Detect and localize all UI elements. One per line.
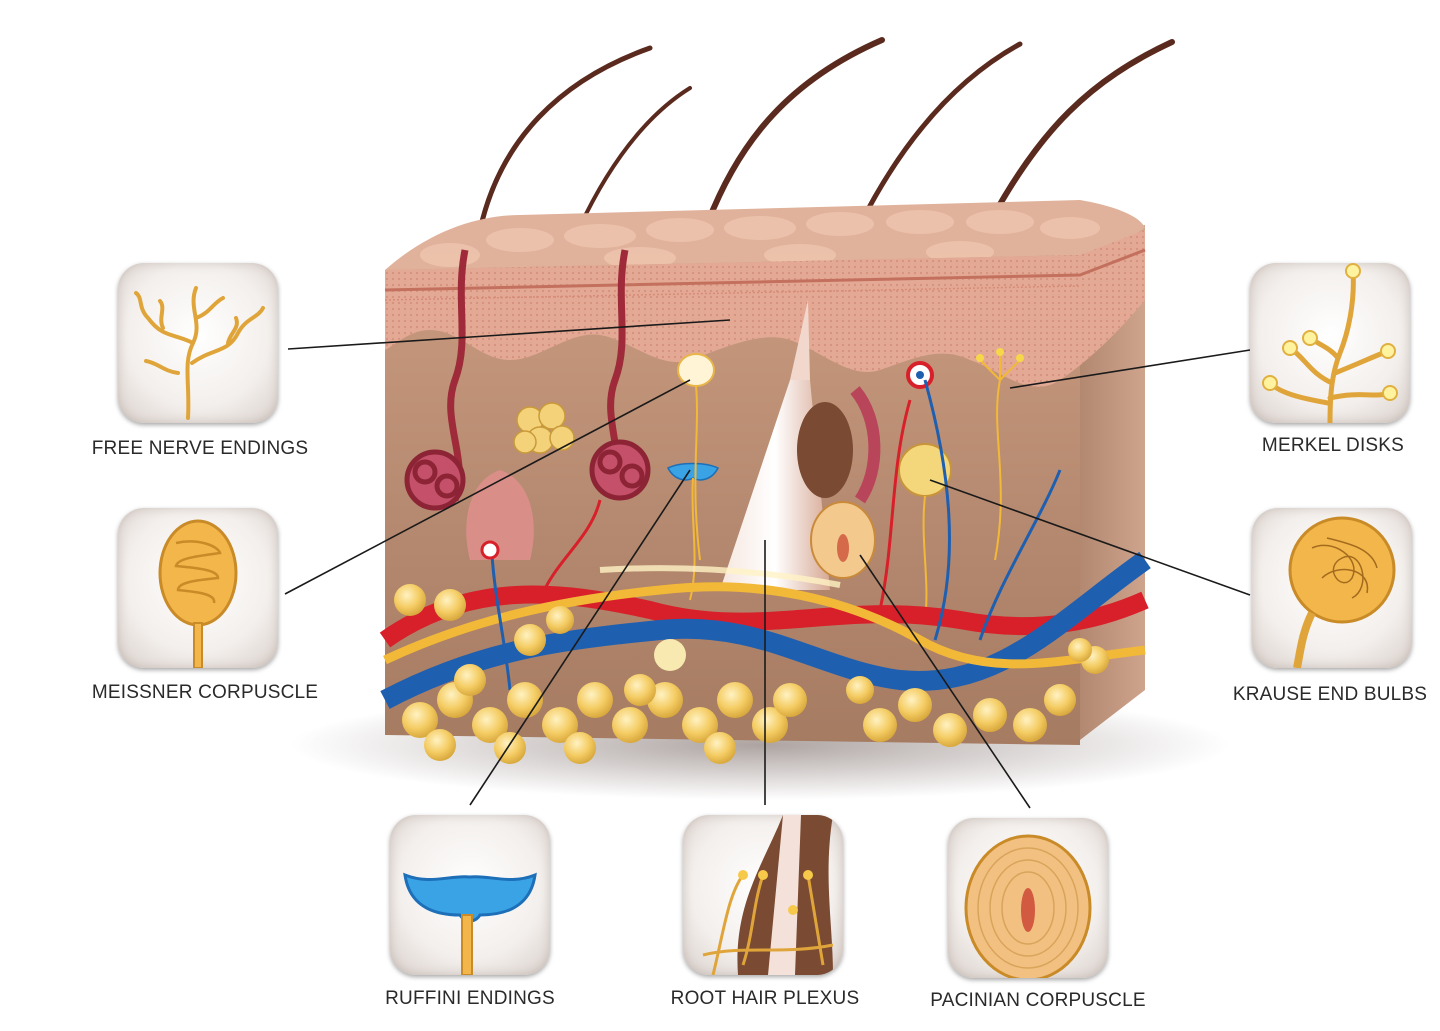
root-hair-plexus-label: ROOT HAIR PLEXUS	[670, 988, 860, 1009]
krause-end-bulbs-label: KRAUSE END BULBS	[1232, 684, 1428, 705]
meissner-corpuscle-label: MEISSNER CORPUSCLE	[91, 682, 319, 703]
pacinian-corpuscle-label: PACINIAN CORPUSCLE	[930, 990, 1146, 1011]
pacinian-corpuscle-tile	[948, 818, 1108, 978]
meissner-corpuscle-icon	[158, 519, 238, 668]
leader-lines	[284, 319, 1251, 809]
krause-end-bulbs-icon	[1288, 516, 1396, 668]
merkel-disks-label: MERKEL DISKS	[1261, 435, 1405, 456]
krause-end-bulbs-tile	[1252, 508, 1412, 668]
pacinian-corpuscle-icon	[964, 834, 1092, 978]
merkel-disks-tile	[1250, 263, 1410, 423]
free-nerve-endings-tile	[118, 263, 278, 423]
free-nerve-endings-label: FREE NERVE ENDINGS	[91, 438, 309, 459]
ruffini-endings-icon	[403, 872, 537, 975]
merkel-disks-icon	[1262, 263, 1398, 423]
free-nerve-endings-icon	[134, 286, 265, 420]
root-hair-plexus-icon	[702, 815, 834, 975]
ruffini-endings-label: RUFFINI ENDINGS	[385, 988, 555, 1009]
ruffini-endings-tile	[390, 815, 550, 975]
meissner-corpuscle-tile	[118, 508, 278, 668]
root-hair-plexus-tile	[683, 815, 843, 975]
